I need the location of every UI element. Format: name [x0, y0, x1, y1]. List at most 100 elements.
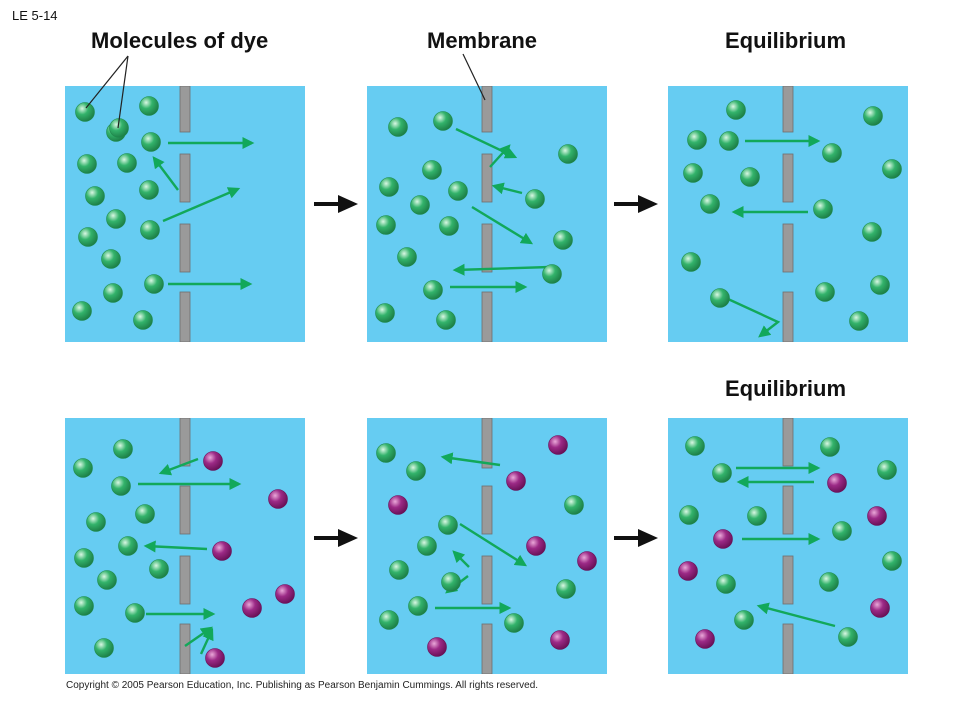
movement-arrow-icon — [452, 263, 551, 276]
green-dye-molecule-icon — [139, 180, 159, 200]
green-dye-molecule-icon — [101, 249, 121, 269]
green-dye-molecule-icon — [712, 463, 732, 483]
panel-drawing — [681, 86, 902, 342]
green-dye-molecule-icon — [389, 560, 409, 580]
membrane-segment — [782, 418, 794, 467]
label-molecules-of-dye: Molecules of dye — [91, 28, 269, 53]
movement-arrow-icon — [727, 297, 781, 338]
green-dye-molecule-icon — [74, 596, 94, 616]
green-dye-molecule-icon — [681, 252, 701, 272]
movement-arrow-icon — [491, 182, 523, 195]
green-dye-molecule-icon — [111, 476, 131, 496]
membrane-segment — [782, 623, 794, 674]
green-dye-molecule-icon — [410, 195, 430, 215]
green-dye-molecule-icon — [882, 551, 902, 571]
purple-dye-molecule-icon — [205, 648, 225, 668]
panel-top-initial — [65, 86, 305, 342]
membrane-segment — [782, 485, 794, 535]
panel-drawing — [376, 418, 597, 674]
green-dye-molecule-icon — [870, 275, 890, 295]
membrane-segment — [782, 555, 794, 605]
purple-dye-molecule-icon — [550, 630, 570, 650]
green-dye-molecule-icon — [375, 303, 395, 323]
movement-arrow-icon — [184, 626, 213, 647]
purple-dye-molecule-icon — [203, 451, 223, 471]
movement-arrow-icon — [452, 550, 470, 568]
green-dye-molecule-icon — [734, 610, 754, 630]
movement-arrow-icon — [471, 205, 534, 245]
purple-dye-molecule-icon — [268, 489, 288, 509]
green-dye-molecule-icon — [882, 159, 902, 179]
green-dye-molecule-icon — [820, 437, 840, 457]
right-arrow-icon — [314, 195, 358, 213]
purple-dye-molecule-icon — [388, 495, 408, 515]
membrane-segment — [782, 223, 794, 273]
green-dye-molecule-icon — [700, 194, 720, 214]
membrane-segment — [481, 418, 493, 469]
green-dye-molecule-icon — [406, 461, 426, 481]
movement-arrow-icon — [756, 602, 836, 628]
membrane-segment — [179, 291, 191, 342]
purple-dye-molecule-icon — [713, 529, 733, 549]
green-dye-molecule-icon — [397, 247, 417, 267]
purple-dye-molecule-icon — [870, 598, 890, 618]
green-dye-molecule-icon — [564, 495, 584, 515]
green-dye-molecule-icon — [525, 189, 545, 209]
green-dye-molecule-icon — [553, 230, 573, 250]
green-dye-molecule-icon — [379, 177, 399, 197]
membrane-segment — [179, 555, 191, 605]
green-dye-molecule-icon — [376, 443, 396, 463]
green-dye-molecule-icon — [417, 536, 437, 556]
purple-dye-molecule-icon — [867, 506, 887, 526]
green-dye-molecule-icon — [822, 143, 842, 163]
figure-id: LE 5-14 — [12, 8, 58, 23]
membrane-segment — [782, 86, 794, 133]
green-dye-molecule-icon — [423, 280, 443, 300]
green-dye-molecule-icon — [862, 222, 882, 242]
green-dye-molecule-icon — [556, 579, 576, 599]
movement-arrow-icon — [489, 144, 511, 168]
green-dye-molecule-icon — [118, 536, 138, 556]
green-dye-molecule-icon — [436, 310, 456, 330]
label-equilibrium-bottom: Equilibrium — [725, 376, 846, 401]
movement-arrow-icon — [459, 522, 528, 567]
green-dye-molecule-icon — [542, 264, 562, 284]
membrane-segment — [179, 485, 191, 535]
green-dye-molecule-icon — [719, 131, 739, 151]
green-dye-molecule-icon — [683, 163, 703, 183]
panel-top-diffusing — [367, 86, 607, 342]
movement-arrow-icon — [440, 452, 501, 467]
green-dye-molecule-icon — [109, 118, 129, 138]
membrane-segment — [179, 418, 191, 467]
green-dye-molecule-icon — [149, 559, 169, 579]
green-dye-molecule-icon — [813, 199, 833, 219]
panel-drawing — [678, 418, 902, 674]
membrane-segment — [782, 153, 794, 203]
green-dye-molecule-icon — [819, 572, 839, 592]
green-dye-molecule-icon — [747, 506, 767, 526]
membrane-segment — [782, 291, 794, 342]
green-dye-molecule-icon — [141, 132, 161, 152]
purple-dye-molecule-icon — [427, 637, 447, 657]
green-dye-molecule-icon — [433, 111, 453, 131]
green-dye-molecule-icon — [877, 460, 897, 480]
membrane-segment — [481, 485, 493, 535]
green-dye-molecule-icon — [113, 439, 133, 459]
green-dye-molecule-icon — [78, 227, 98, 247]
purple-dye-molecule-icon — [678, 561, 698, 581]
label-equilibrium-top: Equilibrium — [725, 28, 846, 53]
green-dye-molecule-icon — [685, 436, 705, 456]
right-arrow-icon — [314, 529, 358, 547]
green-dye-molecule-icon — [379, 610, 399, 630]
green-dye-molecule-icon — [139, 96, 159, 116]
panel-drawing — [73, 418, 295, 674]
panel-bottom-diffusing — [367, 418, 607, 674]
green-dye-molecule-icon — [74, 548, 94, 568]
membrane-segment — [179, 223, 191, 273]
movement-arrow-icon — [158, 457, 199, 476]
panel-top-equilibrium — [668, 86, 908, 342]
green-dye-molecule-icon — [106, 209, 126, 229]
right-arrow-icon — [614, 195, 658, 213]
green-dye-molecule-icon — [376, 215, 396, 235]
label-membrane: Membrane — [427, 28, 538, 53]
